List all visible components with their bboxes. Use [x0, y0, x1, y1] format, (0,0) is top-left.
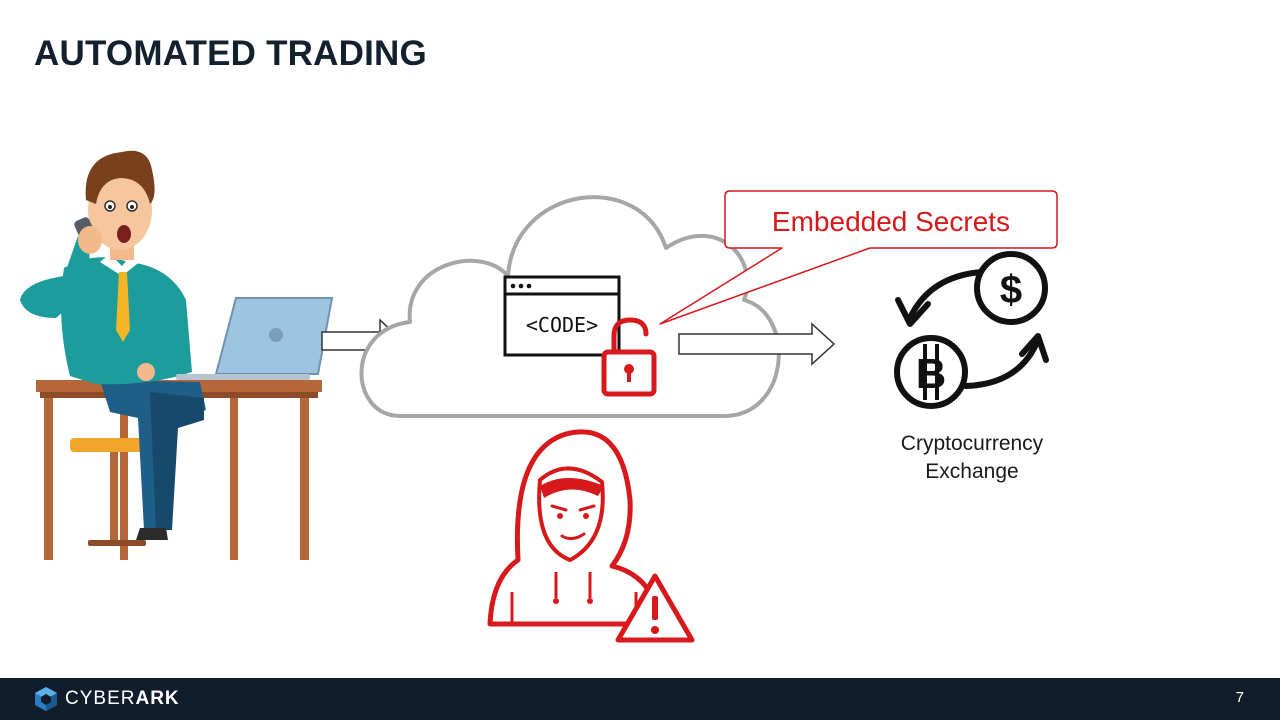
exchange-label-line2: Exchange	[925, 460, 1019, 483]
exchange-arrows-icon	[895, 269, 1049, 389]
cyberark-logo	[35, 687, 57, 711]
hacker-icon	[487, 429, 663, 627]
exchange-label-line1: Cryptocurrency	[900, 432, 1044, 455]
dollar-icon: $	[974, 251, 1048, 325]
warning-icon	[615, 573, 695, 643]
unlocked-padlock-icon	[601, 317, 657, 397]
code-window-icon: <CODE>	[503, 275, 621, 357]
brand-name: CYBERARK	[65, 688, 180, 710]
page-number: 7	[1235, 689, 1244, 706]
arrow-to-exchange	[678, 322, 836, 366]
laptop-icon	[176, 297, 334, 380]
code-label: <CODE>	[526, 313, 598, 337]
embedded-secrets-callout: Embedded Secrets	[659, 190, 1058, 325]
diagram: <CODE> Embedded Secrets	[20, 150, 1058, 643]
brand-name-part1: CYBER	[65, 688, 136, 709]
bitcoin-icon: B	[894, 335, 968, 409]
slide-title: AUTOMATED TRADING	[34, 34, 427, 73]
brand-name-part2: ARK	[135, 688, 180, 709]
svg-text:B: B	[916, 350, 946, 397]
footer-bar: CYBERARK 7	[0, 678, 1280, 720]
developer-illustration	[20, 150, 322, 560]
svg-text:$: $	[1000, 268, 1022, 312]
exchange-label: Cryptocurrency Exchange	[872, 430, 1072, 486]
brand: CYBERARK	[34, 686, 180, 712]
callout-label: Embedded Secrets	[772, 206, 1010, 237]
